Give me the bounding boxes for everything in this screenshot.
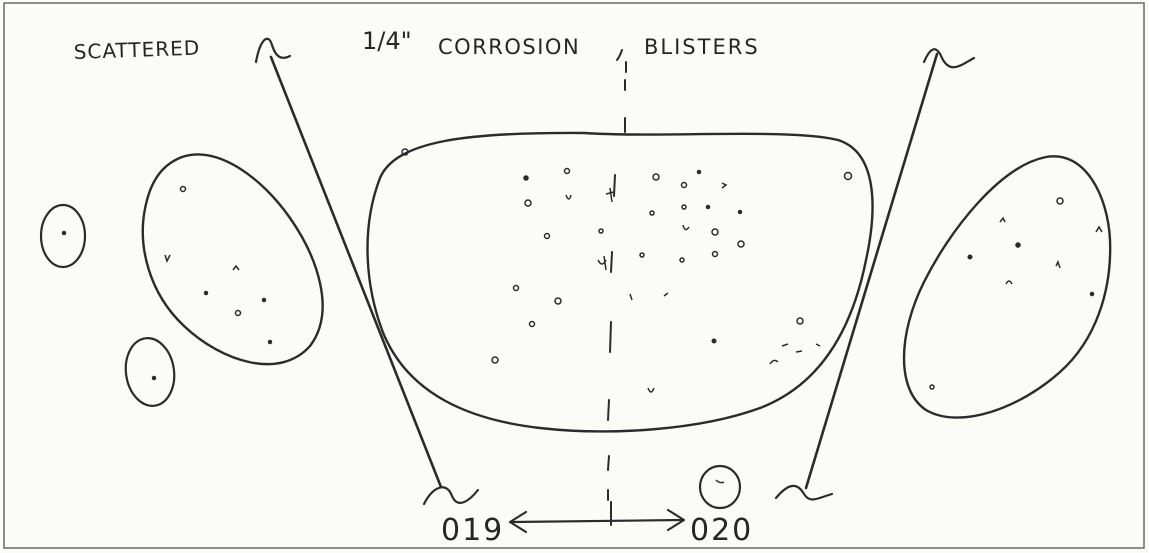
blister-marks — [61, 148, 1103, 484]
center-frame-line — [607, 61, 627, 526]
isolated-blister-lower — [124, 337, 176, 407]
label-blisters: BLISTERS — [644, 35, 760, 59]
frame-span-arrow — [508, 508, 686, 534]
right-frame-line — [774, 48, 976, 501]
comma-mark — [616, 49, 623, 61]
label-fraction: 1/4" — [362, 27, 412, 55]
label-corrosion: CORROSION — [438, 35, 580, 59]
left-frame-line — [254, 37, 480, 506]
frame-number-left: 019 — [441, 513, 504, 548]
right-blister-region — [902, 155, 1112, 419]
center-blister-region — [366, 131, 874, 433]
sketch-border — [3, 2, 1145, 549]
frame-number-right: 020 — [690, 513, 753, 548]
isolated-blister-left — [39, 203, 87, 269]
isolated-blister-bottom — [698, 464, 742, 510]
label-scattered: SCATTERED — [73, 36, 200, 64]
left-blister-region — [141, 153, 324, 366]
